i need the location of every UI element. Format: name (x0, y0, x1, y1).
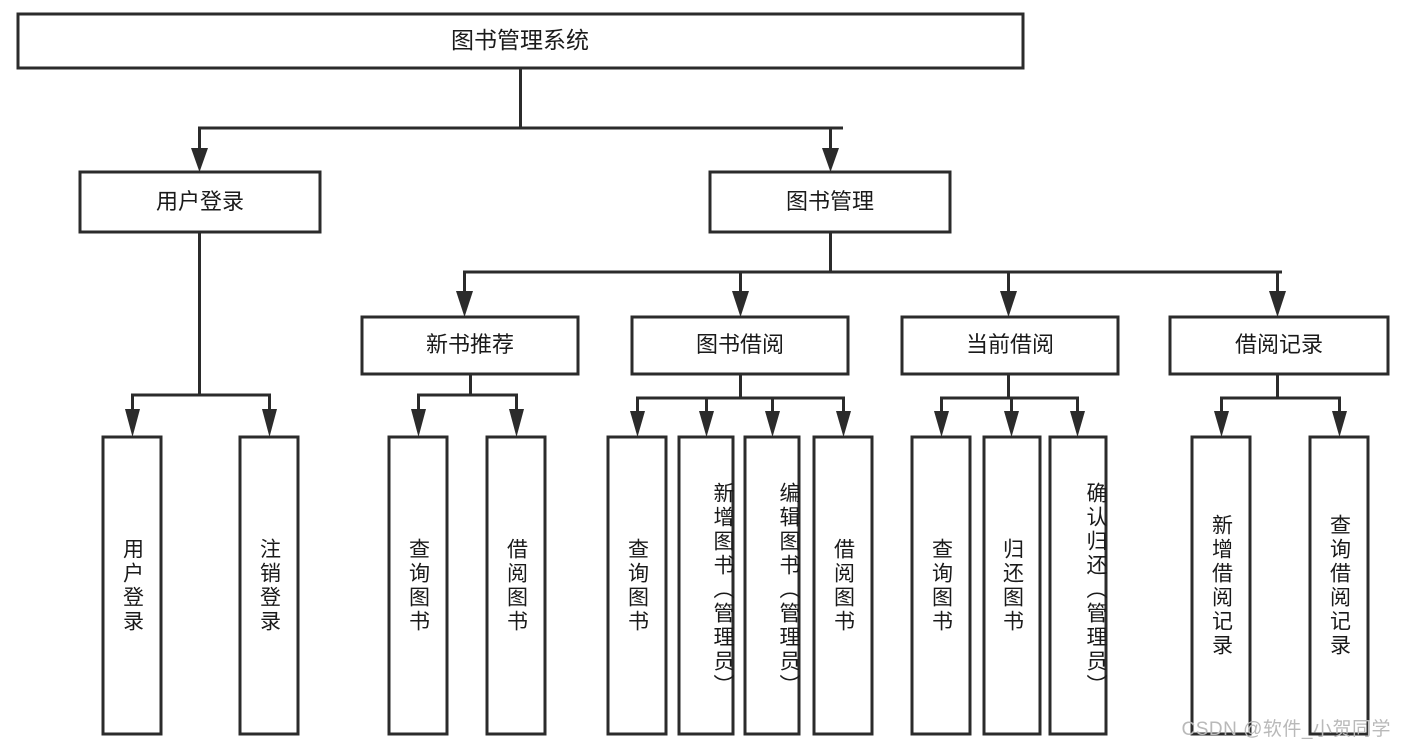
node-user-login-box[interactable] (78, 170, 322, 234)
leaf-box-add-book-admin[interactable] (677, 435, 735, 736)
arrow-head-leaf-query-current (934, 411, 949, 437)
leaf-box-borrow-book-recommend[interactable] (485, 435, 547, 736)
node-borrow-record-box[interactable] (1168, 315, 1390, 376)
node-user-login-label: 用户登录 (156, 189, 244, 214)
node-borrow-record[interactable]: 借阅记录 (1168, 315, 1390, 376)
node-root[interactable]: 图书管理系统 (16, 12, 1025, 70)
node-book-manage-box[interactable] (708, 170, 952, 234)
node-current-borrow-label: 当前借阅 (966, 332, 1054, 357)
leaf-boxes-group (101, 435, 1370, 736)
node-book-manage-label: 图书管理 (786, 189, 874, 214)
connector-book-manage-to-level3 (456, 230, 1286, 317)
arrow-head-user-login (191, 148, 208, 172)
node-new-book-recommend[interactable]: 新书推荐 (360, 315, 580, 376)
node-borrow-record-label: 借阅记录 (1235, 332, 1323, 357)
leaf-box-user-login[interactable] (101, 435, 163, 736)
node-root-box[interactable] (16, 12, 1025, 70)
connector-userlogin-to-leaves (125, 230, 277, 437)
arrow-head-leaf-logout (262, 409, 277, 437)
node-book-borrow-label: 图书借阅 (696, 332, 784, 357)
node-book-manage[interactable]: 图书管理 (708, 170, 952, 234)
connector-currentborrow-to-leaves (934, 372, 1085, 437)
arrow-head-bookborrow (732, 291, 749, 317)
connector-borrowrecord-to-leaves (1214, 372, 1347, 437)
node-new-book-recommend-box[interactable] (360, 315, 580, 376)
leaf-box-edit-book-admin[interactable] (743, 435, 801, 736)
connector-root-to-level2 (191, 66, 843, 172)
arrow-head-leaf-confirm-return (1070, 411, 1085, 437)
connector-newbook-to-leaves (411, 372, 524, 437)
leaf-box-query-book-current[interactable] (910, 435, 972, 736)
leaf-box-query-book-borrow[interactable] (606, 435, 668, 736)
node-current-borrow[interactable]: 当前借阅 (900, 315, 1120, 376)
csdn-watermark: CSDN @软件_小贺同学 (1181, 719, 1391, 740)
arrow-head-book-manage (822, 148, 839, 172)
node-book-borrow[interactable]: 图书借阅 (630, 315, 850, 376)
leaf-box-query-book-recommend[interactable] (387, 435, 449, 736)
arrow-head-leaf-userlogin (125, 409, 140, 437)
leaf-box-borrow-book[interactable] (812, 435, 874, 736)
leaf-box-add-borrow-record[interactable] (1190, 435, 1252, 736)
arrow-head-leaf-borrowbook (836, 411, 851, 437)
node-book-borrow-box[interactable] (630, 315, 850, 376)
arrow-head-leaf-return (1004, 411, 1019, 437)
leaf-box-confirm-return-admin[interactable] (1048, 435, 1108, 736)
node-user-login[interactable]: 用户登录 (78, 170, 322, 234)
arrow-head-leaf-borrow-recommend (509, 409, 524, 437)
leaf-box-logout[interactable] (238, 435, 300, 736)
node-new-book-recommend-label: 新书推荐 (426, 332, 514, 357)
node-root-label: 图书管理系统 (451, 27, 589, 53)
arrow-head-leaf-add-record (1214, 411, 1229, 437)
arrow-head-borrowrecord (1269, 291, 1286, 317)
arrow-head-leaf-query-borrow (630, 411, 645, 437)
arrow-head-currentborrow (1000, 291, 1017, 317)
connector-bookborrow-to-leaves (630, 372, 851, 437)
arrow-head-leaf-addbook (699, 411, 714, 437)
arrow-head-leaf-editbook (765, 411, 780, 437)
leaf-box-query-borrow-record[interactable] (1308, 435, 1370, 736)
arrow-head-leaf-query-recommend (411, 409, 426, 437)
arrow-head-newbook (456, 291, 473, 317)
arrow-head-leaf-query-record (1332, 411, 1347, 437)
leaf-box-return-book[interactable] (982, 435, 1042, 736)
node-current-borrow-box[interactable] (900, 315, 1120, 376)
